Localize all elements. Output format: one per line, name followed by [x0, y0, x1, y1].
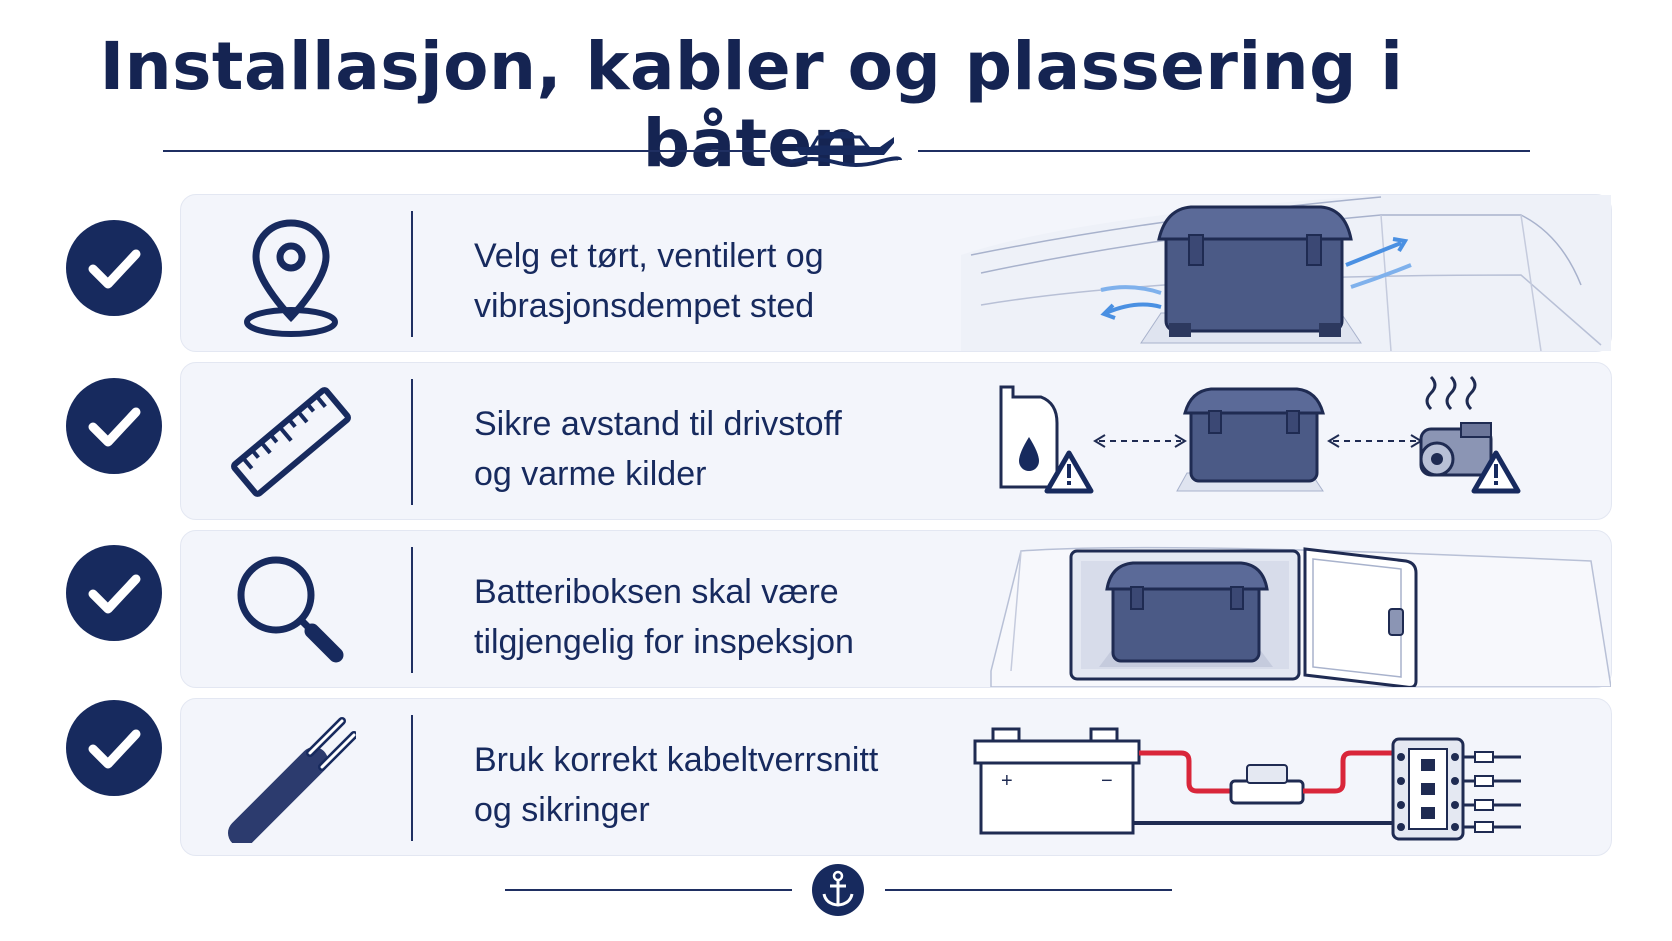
list-item: Sikre avstand til drivstoff og varme kil…: [180, 362, 1612, 520]
ruler-icon: [231, 387, 351, 497]
svg-text:+: +: [1001, 770, 1013, 792]
page-title: Installasjon, kabler og plassering i båt…: [99, 28, 1404, 182]
busbar-icon: [1391, 737, 1465, 841]
battery-box-in-hull-illustration: [961, 195, 1611, 351]
warning-icon: [1044, 450, 1094, 494]
boat-icon: [789, 132, 902, 167]
fuel-can-icon: [999, 385, 1059, 489]
fuse-icon: [1229, 764, 1305, 805]
row-divider: [411, 715, 413, 841]
row-divider: [411, 211, 413, 337]
list-item: Velg et tørt, ventilert og vibrasjonsdem…: [180, 194, 1612, 352]
magnifier-icon: [237, 556, 344, 663]
cable-icon: [228, 717, 356, 843]
row-divider: [411, 547, 413, 673]
item-label: Velg et tørt, ventilert og vibrasjonsdem…: [474, 237, 824, 325]
heat-source-engine-icon: [1419, 375, 1493, 477]
list-item: Bruk korrekt kabeltverrsnitt og sikringe…: [180, 698, 1612, 856]
footer-divider: [505, 864, 1172, 916]
location-pin-icon: [244, 219, 338, 337]
list-item: Batteriboksen skal være tilgjengelig for…: [180, 530, 1612, 688]
check-icon: [66, 700, 162, 796]
battery-box-behind-hatch-illustration: [990, 546, 1611, 687]
item-label: Sikre avstand til drivstoff og varme kil…: [474, 405, 842, 493]
battery-icon: + −: [973, 727, 1141, 835]
row-divider: [411, 379, 413, 505]
svg-text:−: −: [1101, 770, 1113, 792]
anchor-icon: [812, 864, 864, 916]
warning-icon: [1471, 450, 1521, 494]
check-icon: [66, 378, 162, 474]
battery-fuse-busbar-illustration: + −: [973, 727, 1521, 841]
check-icon: [66, 220, 162, 316]
check-icon: [66, 545, 162, 641]
fuel-and-heat-distance-illustration: [999, 375, 1521, 494]
header-divider: [163, 132, 1530, 167]
item-label: Batteriboksen skal være tilgjengelig for…: [474, 573, 854, 661]
item-label: Bruk korrekt kabeltverrsnitt og sikringe…: [474, 741, 879, 829]
